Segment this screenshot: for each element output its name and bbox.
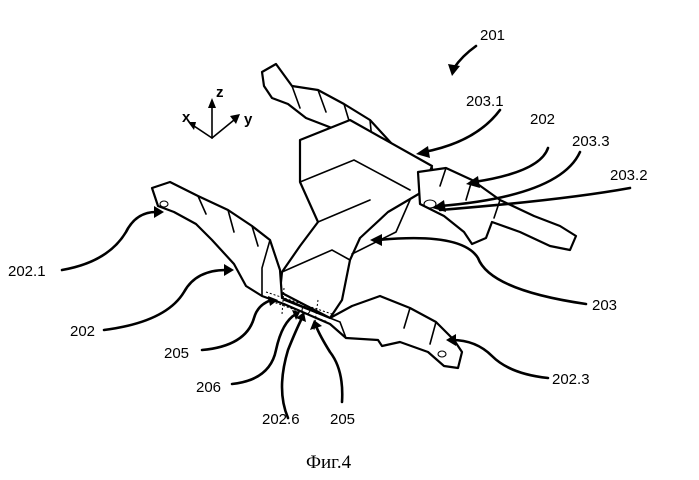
axis-z-label: z <box>216 84 224 101</box>
label-205-bottom: 205 <box>330 411 355 428</box>
label-202-1: 202.1 <box>8 263 46 280</box>
axis-x-label: x <box>182 109 191 126</box>
label-201: 201 <box>480 27 505 44</box>
label-206: 206 <box>196 379 221 396</box>
label-205-left: 205 <box>164 345 189 362</box>
label-202-6: 202.6 <box>262 411 300 428</box>
label-202-3: 202.3 <box>552 371 590 388</box>
label-203: 203 <box>592 297 617 314</box>
label-203-2: 203.2 <box>610 167 648 184</box>
axis-triad: z x y <box>182 84 253 138</box>
figure-caption: Фиг.4 <box>306 452 352 473</box>
axis-y-label: y <box>244 111 253 128</box>
label-203-3: 203.3 <box>572 133 610 150</box>
cross-member-203 <box>280 120 432 318</box>
label-203-1: 203.1 <box>466 93 504 110</box>
label-202-left: 202 <box>70 323 95 340</box>
label-202-top: 202 <box>530 111 555 128</box>
